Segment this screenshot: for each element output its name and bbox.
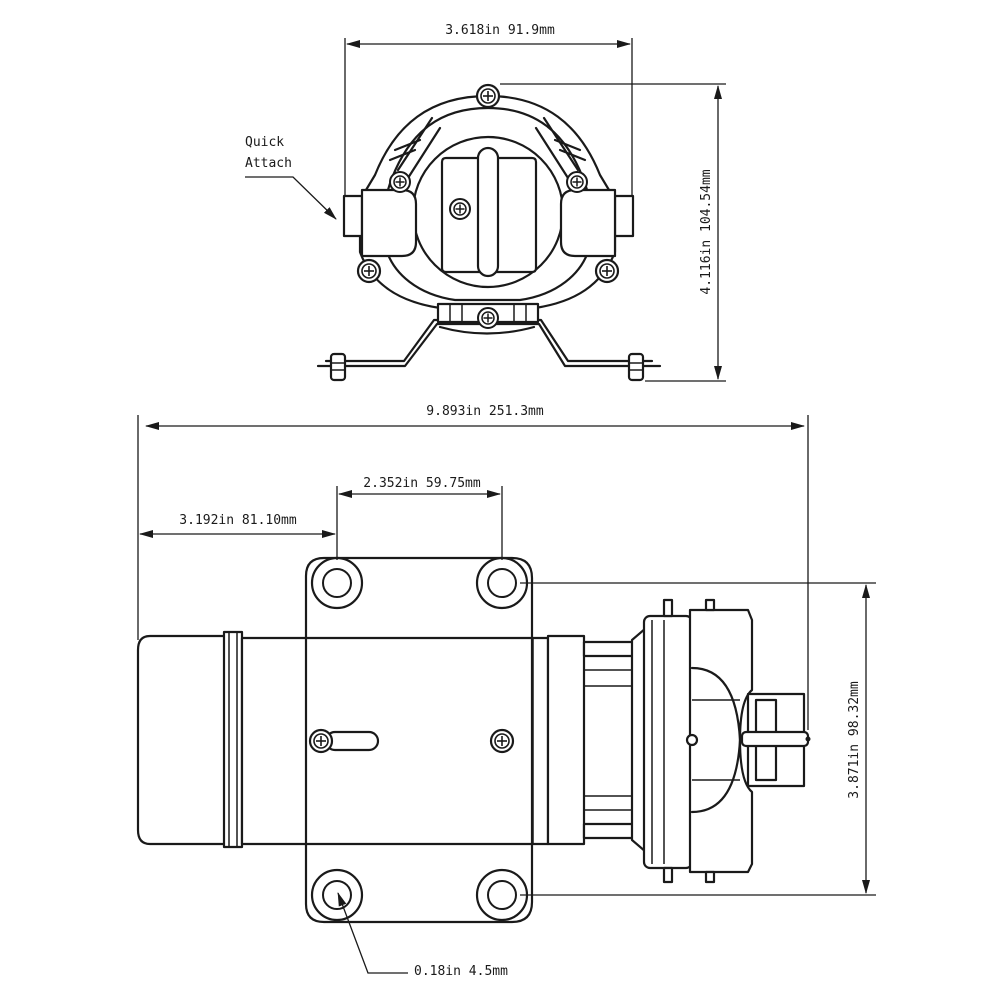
side-pump-head <box>546 598 811 884</box>
side-mounting-plate <box>304 556 534 924</box>
front-height-label: 4.116in 104.54mm <box>699 169 714 294</box>
callout-line-1: Quick <box>245 135 284 150</box>
overall-length-label: 9.893in 251.3mm <box>426 404 544 419</box>
front-view: 3.618in 91.9mm 4.116in 104.54mm Quick At… <box>245 23 726 382</box>
phillips-screw-icon <box>389 171 411 193</box>
phillips-screw-icon <box>477 307 499 329</box>
front-mounting-bracket <box>316 318 662 382</box>
front-pump-head <box>342 94 635 324</box>
phillips-screw-icon <box>356 258 382 284</box>
phillips-screw-icon <box>566 171 588 193</box>
phillips-screw-icon <box>594 258 620 284</box>
quick-attach-callout: Quick Attach <box>245 135 337 220</box>
mounting-hole-icon <box>310 556 364 610</box>
front-height-dimension: 4.116in 104.54mm <box>500 83 726 382</box>
mounting-hole-icon <box>475 556 529 610</box>
offset-dimension: 3.192in 81.10mm <box>139 513 336 538</box>
hole-diameter-label: 0.18in 4.5mm <box>414 964 508 979</box>
offset-label: 3.192in 81.10mm <box>179 513 297 528</box>
hole-diameter-callout: 0.18in 4.5mm <box>337 892 508 979</box>
phillips-screw-icon <box>489 728 515 754</box>
phillips-screw-icon <box>475 83 501 109</box>
mounting-hole-icon <box>475 868 529 922</box>
overall-length-dimension: 9.893in 251.3mm <box>137 404 809 730</box>
front-width-dimension: 3.618in 91.9mm <box>344 23 633 196</box>
phillips-screw-icon <box>449 198 471 220</box>
mounting-hole-icon <box>310 868 364 922</box>
phillips-screw-icon <box>308 728 334 754</box>
side-height-label: 3.871in 98.32mm <box>847 681 862 799</box>
front-width-label: 3.618in 91.9mm <box>445 23 555 38</box>
hole-spacing-label: 2.352in 59.75mm <box>363 476 481 491</box>
side-view: 9.893in 251.3mm 2.352in 59.75mm 3.192in … <box>136 404 876 979</box>
hole-spacing-dimension: 2.352in 59.75mm <box>336 476 503 560</box>
callout-line-2: Attach <box>245 156 292 171</box>
side-height-dimension: 3.871in 98.32mm <box>520 582 876 896</box>
